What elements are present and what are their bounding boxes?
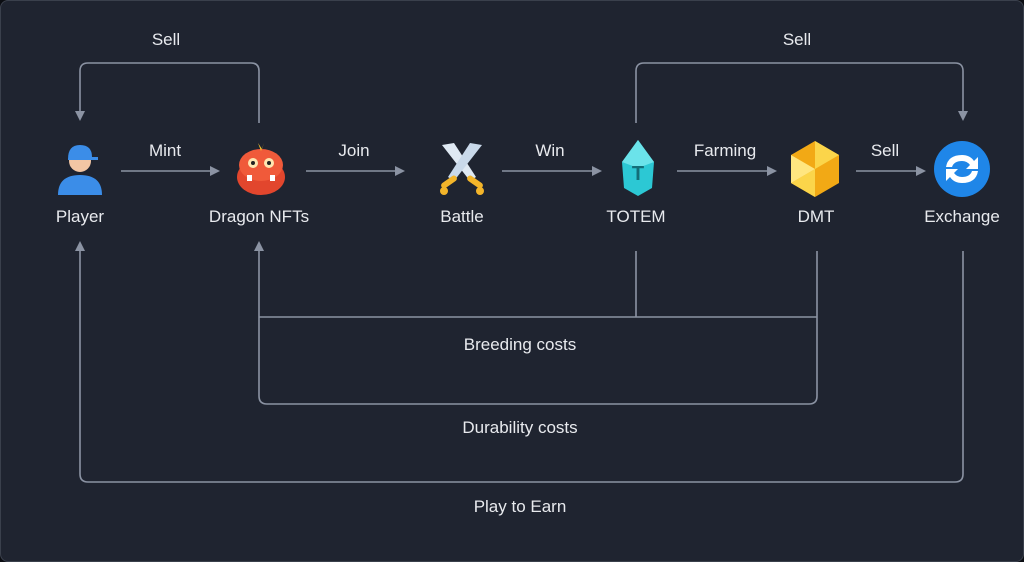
player-icon <box>58 145 102 195</box>
totem-gem-icon: T <box>622 140 654 196</box>
arrow-sell-totem <box>635 62 968 123</box>
edge-label-sell-totem: Sell <box>782 30 812 49</box>
node-label-battle: Battle <box>440 207 484 226</box>
edge-label-mint: Mint <box>148 141 182 160</box>
arrow-sell-dragon <box>75 62 260 123</box>
edge-label-breeding: Breeding costs <box>463 335 577 354</box>
arrow-play-to-earn <box>75 241 964 483</box>
dragon-icon <box>237 143 285 195</box>
edge-label-sell-dragon: Sell <box>151 30 181 49</box>
line-breeding <box>259 251 818 318</box>
node-label-dmt: DMT <box>797 207 835 226</box>
exchange-icon <box>934 141 990 197</box>
edge-label-durability: Durability costs <box>462 418 578 437</box>
node-label-totem: TOTEM <box>606 207 666 226</box>
node-label-exchange: Exchange <box>924 207 1000 226</box>
node-label-player: Player <box>55 207 105 226</box>
edge-label-join: Join <box>338 141 370 160</box>
svg-text:T: T <box>632 163 644 185</box>
dmt-gem-icon <box>791 141 839 197</box>
edge-label-sell-exchange: Sell <box>870 141 900 160</box>
edge-label-farming: Farming <box>693 141 757 160</box>
arrow-durability <box>254 241 818 405</box>
edge-label-win: Win <box>535 141 565 160</box>
node-label-dragon: Dragon NFTs <box>208 207 310 226</box>
edge-label-play-to-earn: Play to Earn <box>473 497 567 516</box>
crossed-swords-icon <box>440 143 484 195</box>
